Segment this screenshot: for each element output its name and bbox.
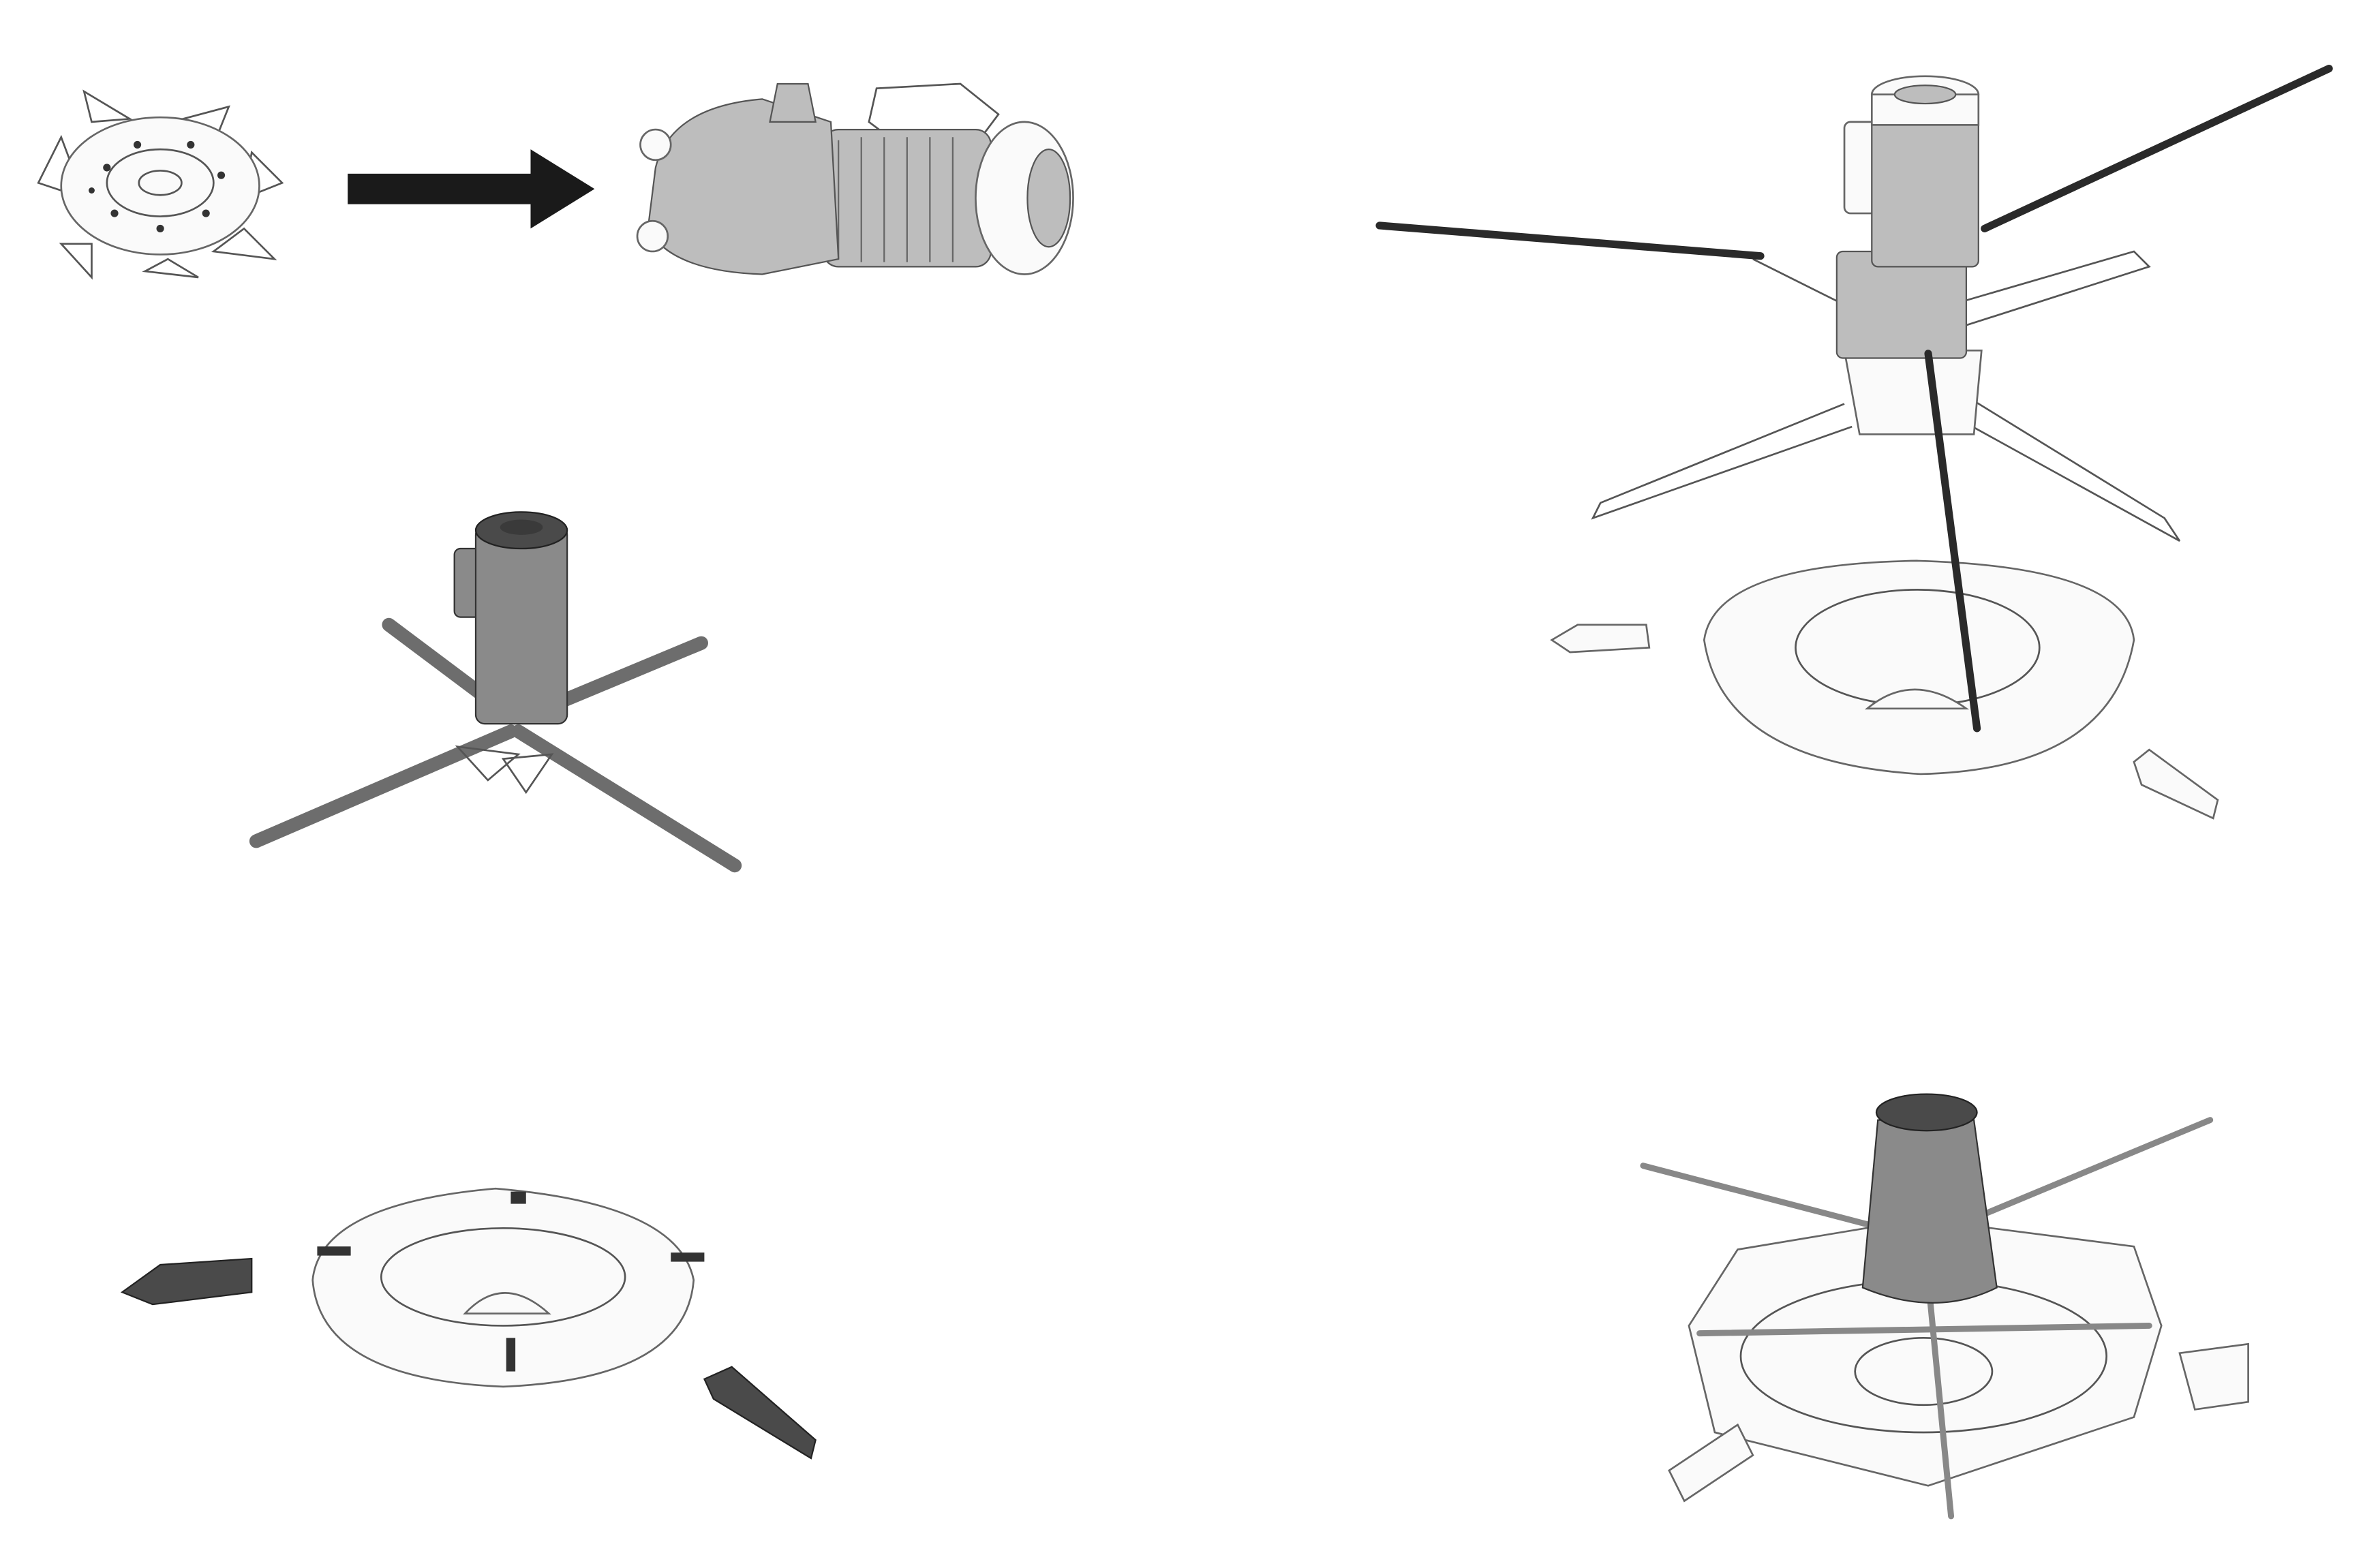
wedge-icon <box>703 1366 817 1460</box>
exploded-assembly-icon <box>1375 65 2333 820</box>
impeller-icon <box>37 89 284 280</box>
float-body-icon <box>311 1187 705 1388</box>
motor-with-arms-icon <box>249 511 742 873</box>
wedge-icon <box>120 1257 253 1306</box>
assembled-aerator-icon <box>1640 1093 2249 1520</box>
motor-gearbox-icon <box>636 82 1074 275</box>
arrow-right-icon <box>348 149 595 229</box>
